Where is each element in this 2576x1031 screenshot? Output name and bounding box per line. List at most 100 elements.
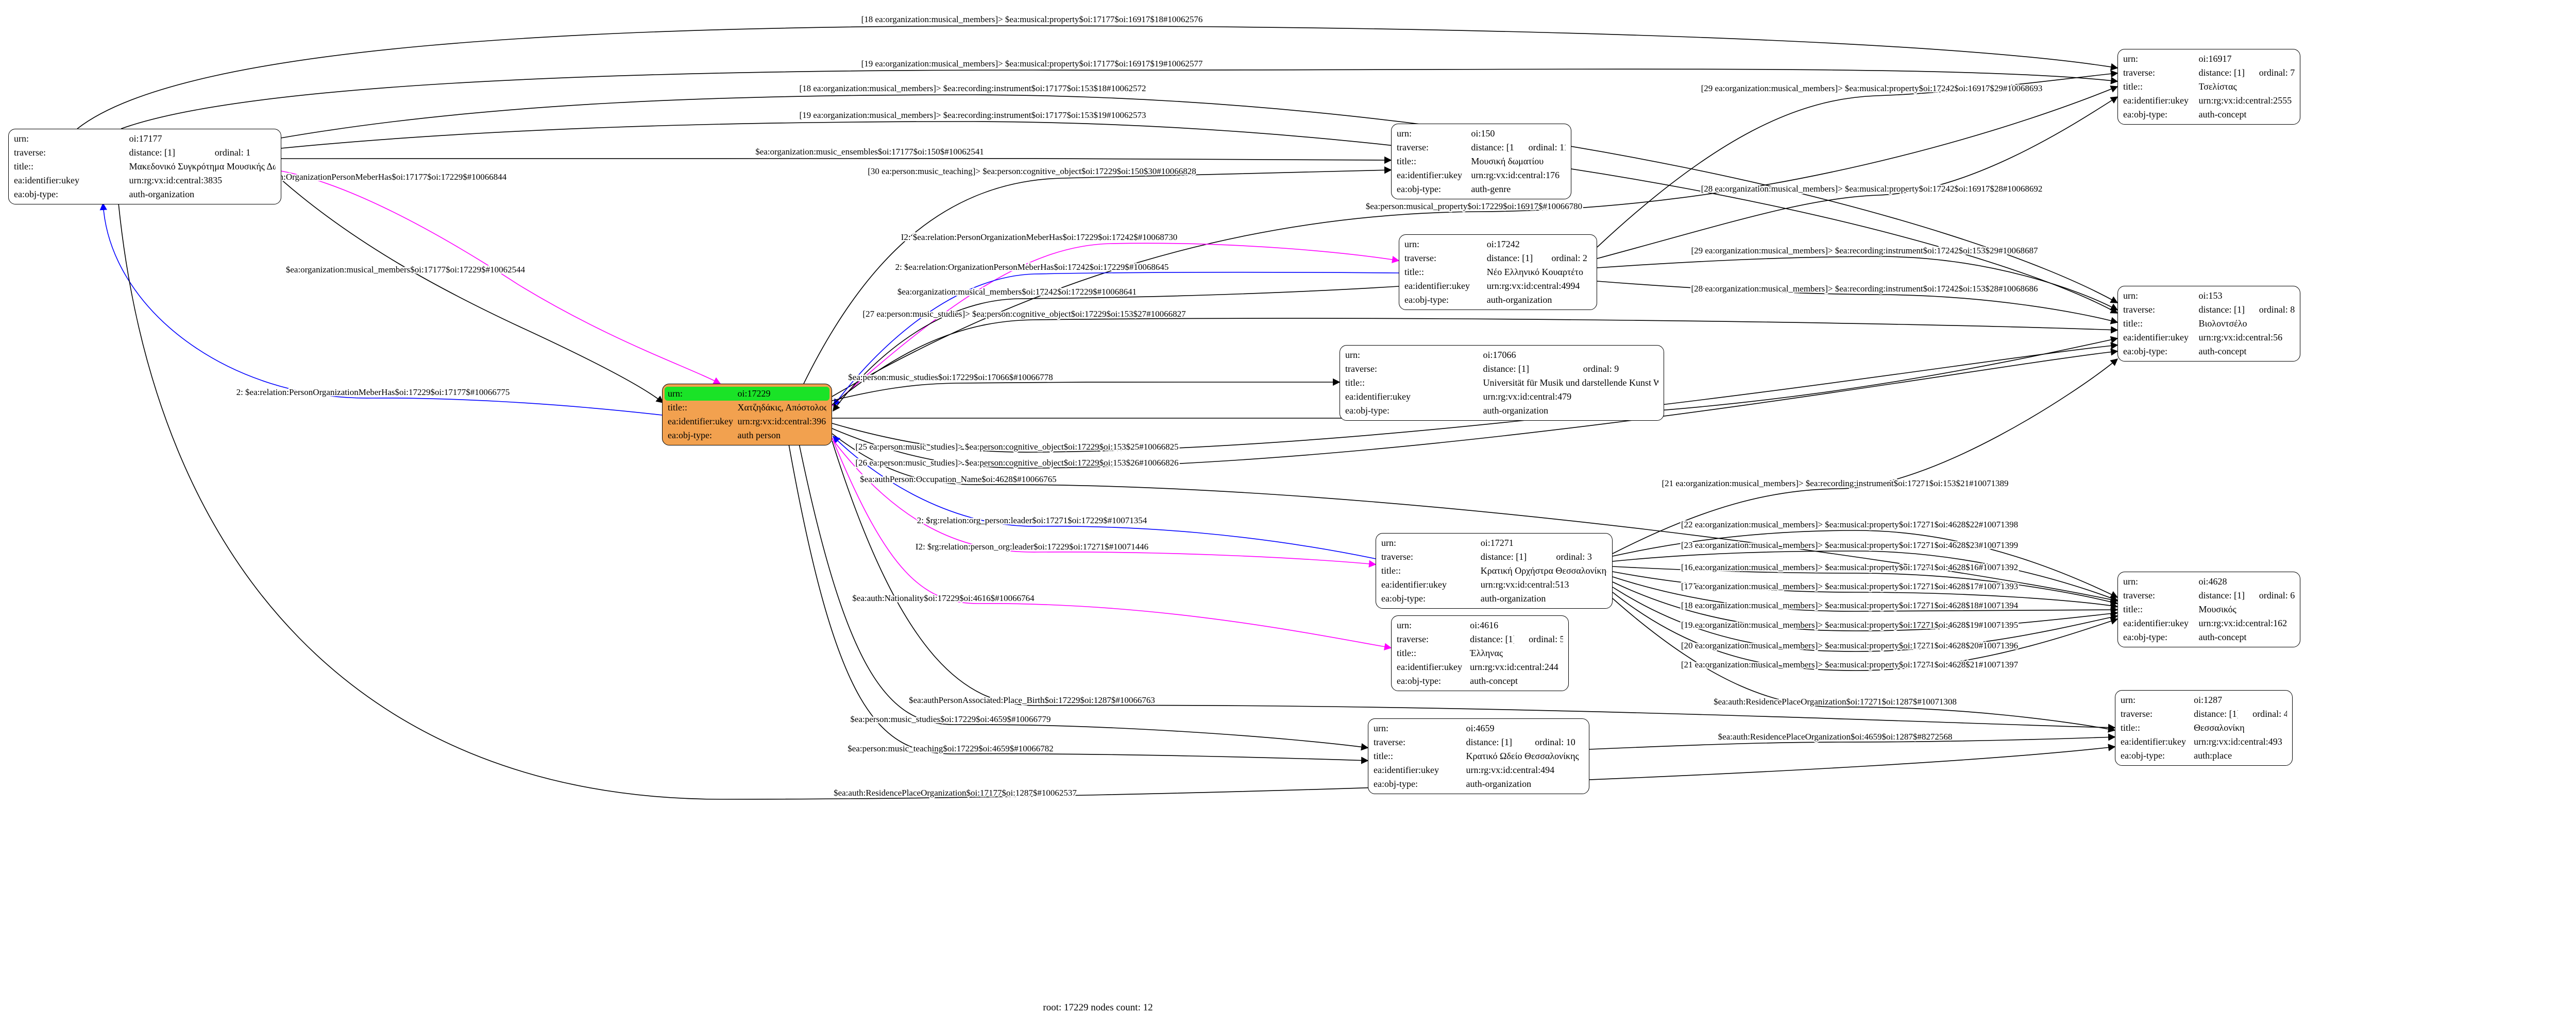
field-label: ea:obj-type: [2123,632,2167,642]
field-label: urn: [1397,128,1412,139]
node-field: title::Μουσικός [2123,603,2295,616]
edge-line [121,68,2119,129]
field-value: oi:16917 [2198,54,2232,64]
edge-label: I2: $ea:relation:PersonOrganizationMeber… [901,232,1178,242]
edge-line [1612,587,2119,652]
node-field: traverse:distance: [1]ordinal: 4 [2121,707,2287,721]
edge-lines [77,25,2119,800]
field-value: oi:17271 [1480,538,1514,548]
node-field: ea:obj-type:auth-organization [1345,404,1658,418]
field-value: auth person [737,430,781,440]
node-field: title::Βιολοντσέλο [2123,317,2295,331]
field-label: ea:obj-type: [2123,346,2167,356]
node-field: traverse:distance: [1]ordinal: 3 [1381,550,1607,564]
field-label: traverse: [1381,552,1413,562]
field-value: auth:place [2194,750,2232,761]
field-label: traverse: [1345,364,1377,374]
edge-label: [27 ea:person:music_studies]> $ea:person… [862,309,1186,319]
edge-label: 2: $ea:relation:OrganizationPersonMeberH… [895,262,1169,272]
field-value: urn:rg:vx:id:central:513 [1480,579,1569,590]
node-field: traverse:distance: [1]ordinal: 2 [1404,251,1591,265]
node-field: title::Μουσική δωματίου [1397,154,1566,168]
field-value-ordinal: ordinal: 5 [1529,634,1563,644]
node-field: ea:obj-type:auth-concept [2123,108,2295,122]
field-value: oi:17242 [1486,239,1520,249]
node-field: title::Θεσσαλονίκη [2121,721,2287,735]
edge-line [833,271,1399,407]
field-label: traverse: [1404,253,1436,263]
node-field: traverse:distance: [1]ordinal: 1 [14,146,276,160]
field-value: Βιολοντσέλο [2198,318,2247,329]
edge-label: [28 ea:organization:musical_members]> $e… [1701,184,2043,194]
field-value-ordinal: ordinal: 9 [1583,364,1619,374]
field-label: urn: [2121,695,2136,705]
field-value: distance: [1] [2198,67,2245,78]
field-value: distance: [1] [1486,253,1533,263]
field-value: distance: [1] [1480,552,1527,562]
edge-line [832,243,1400,406]
field-value-ordinal: ordinal: 6 [2259,590,2295,600]
node-field: urn: oi:16917 [2123,52,2295,66]
edge-line [1612,576,2119,614]
field-value: distance: [1] [1470,634,1515,644]
node-field: urn:oi:17177 [14,132,276,146]
field-label: urn: [2123,54,2138,64]
node-field: title::Universität für Musik und darstel… [1345,376,1658,390]
field-label: ea:identifier:ukey [2123,332,2189,342]
field-label: ea:obj-type: [1397,184,1441,194]
edge-line [1612,571,2119,610]
edge-line [1589,733,2116,750]
field-label: ea:obj-type: [1404,295,1449,305]
field-label: ea:identifier:ukey [1397,662,1462,672]
edge-label: $ea:person:music_studies$oi:17229$oi:170… [848,372,1053,382]
edge-line [832,433,2119,604]
node-field: urn:oi:4616 [1397,618,1563,632]
field-label: ea:identifier:ukey [1397,170,1462,180]
edge-label: $ea:organization:music_ensembles$oi:1717… [755,147,984,157]
node-field: ea:obj-type:auth-organization [1374,777,1584,791]
edge-label: 2: $rg:relation:org_person:leader$oi:172… [917,516,1147,525]
field-label: ea:identifier:ukey [1374,765,1439,775]
field-label: ea:obj-type: [1345,405,1389,416]
field-value-ordinal: ordinal: 11 [1528,142,1566,152]
field-label: urn: [2123,290,2138,301]
field-value: oi:4616 [1470,620,1499,630]
edge-line [1597,70,2119,248]
edge-line [833,286,1399,412]
edge-line [1612,551,2119,602]
edge-line [77,25,2119,129]
field-value: oi:4628 [2198,576,2227,587]
field-label: ea:identifier:ukey [1345,391,1411,402]
edge-line [280,156,1392,164]
field-label: traverse: [1374,737,1405,747]
edge-label: [30 ea:person:music_teaching]> $ea:perso… [868,166,1196,176]
field-value: urn:rg:vx:id:central:3835 [129,175,223,185]
field-label: traverse: [2123,590,2155,600]
field-value-ordinal: ordinal: 8 [2259,304,2295,315]
edge-line [832,435,1376,559]
edge-label: [29 ea:organization:musical_members]> $e… [1691,246,2038,255]
edge-line [280,170,721,384]
edge-label: [17 ea:organization:musical_members]> $e… [1681,581,2018,591]
edge-line [832,440,2116,731]
edge-label: $ea:auth:ResidencePlaceOrganization$oi:1… [1714,697,1957,707]
